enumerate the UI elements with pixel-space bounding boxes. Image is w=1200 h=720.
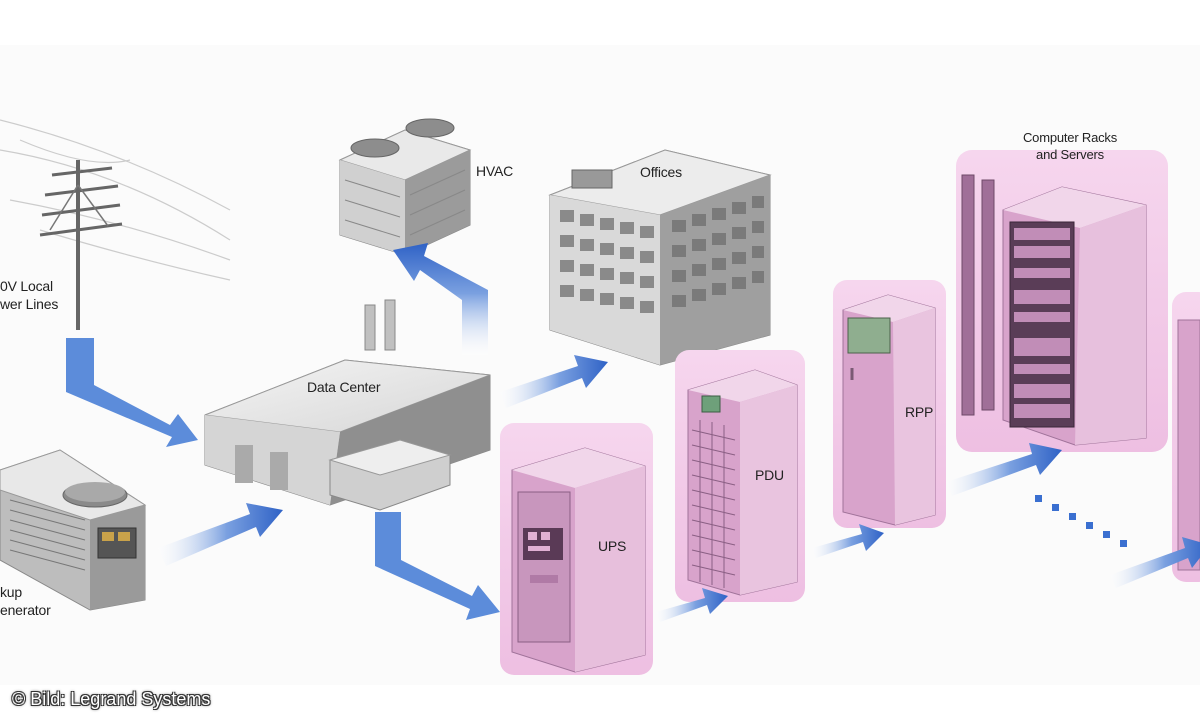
- rpp-cabinet-icon: [842, 294, 936, 526]
- offices-building-icon: [548, 149, 772, 366]
- hvac-icon: [338, 118, 472, 256]
- flow-arrows: [66, 243, 1200, 622]
- generator-icon: [0, 449, 147, 611]
- arrow-power-to-datacenter: [66, 338, 198, 447]
- arrow-datacenter-to-hvac: [393, 243, 488, 355]
- arrow-ups-to-pdu: [656, 588, 728, 622]
- continuation-dots: [1035, 495, 1127, 547]
- label-generator-2: enerator: [0, 602, 51, 618]
- label-power-lines-2: wer Lines: [0, 296, 59, 312]
- label-pdu: PDU: [755, 467, 784, 483]
- label-racks-2: and Servers: [1036, 147, 1104, 162]
- arrow-pdu-to-rpp: [812, 524, 884, 558]
- arrow-generator-to-datacenter: [158, 503, 283, 566]
- power-pole-icon: [0, 119, 231, 330]
- label-data-center: Data Center: [307, 379, 381, 395]
- ups-cabinet-icon: [511, 447, 646, 673]
- pdu-cabinet-icon: [687, 369, 798, 596]
- label-generator-1: kup: [0, 584, 22, 600]
- arrow-rpp-to-racks: [946, 443, 1062, 496]
- data-center-building-icon: [204, 299, 491, 511]
- arrow-datacenter-to-offices: [500, 355, 608, 408]
- label-ups: UPS: [598, 538, 627, 554]
- label-offices: Offices: [640, 164, 682, 180]
- arrow-datacenter-to-ups: [375, 512, 500, 620]
- label-hvac: HVAC: [476, 163, 514, 179]
- arrow-to-next-rack: [1110, 537, 1200, 588]
- label-racks-1: Computer Racks: [1022, 130, 1117, 145]
- image-credit: © Bild: Legrand Systems: [12, 689, 211, 709]
- label-power-lines-1: 0V Local: [0, 278, 53, 294]
- label-rpp: RPP: [905, 404, 934, 420]
- server-racks-icon: [961, 174, 1200, 571]
